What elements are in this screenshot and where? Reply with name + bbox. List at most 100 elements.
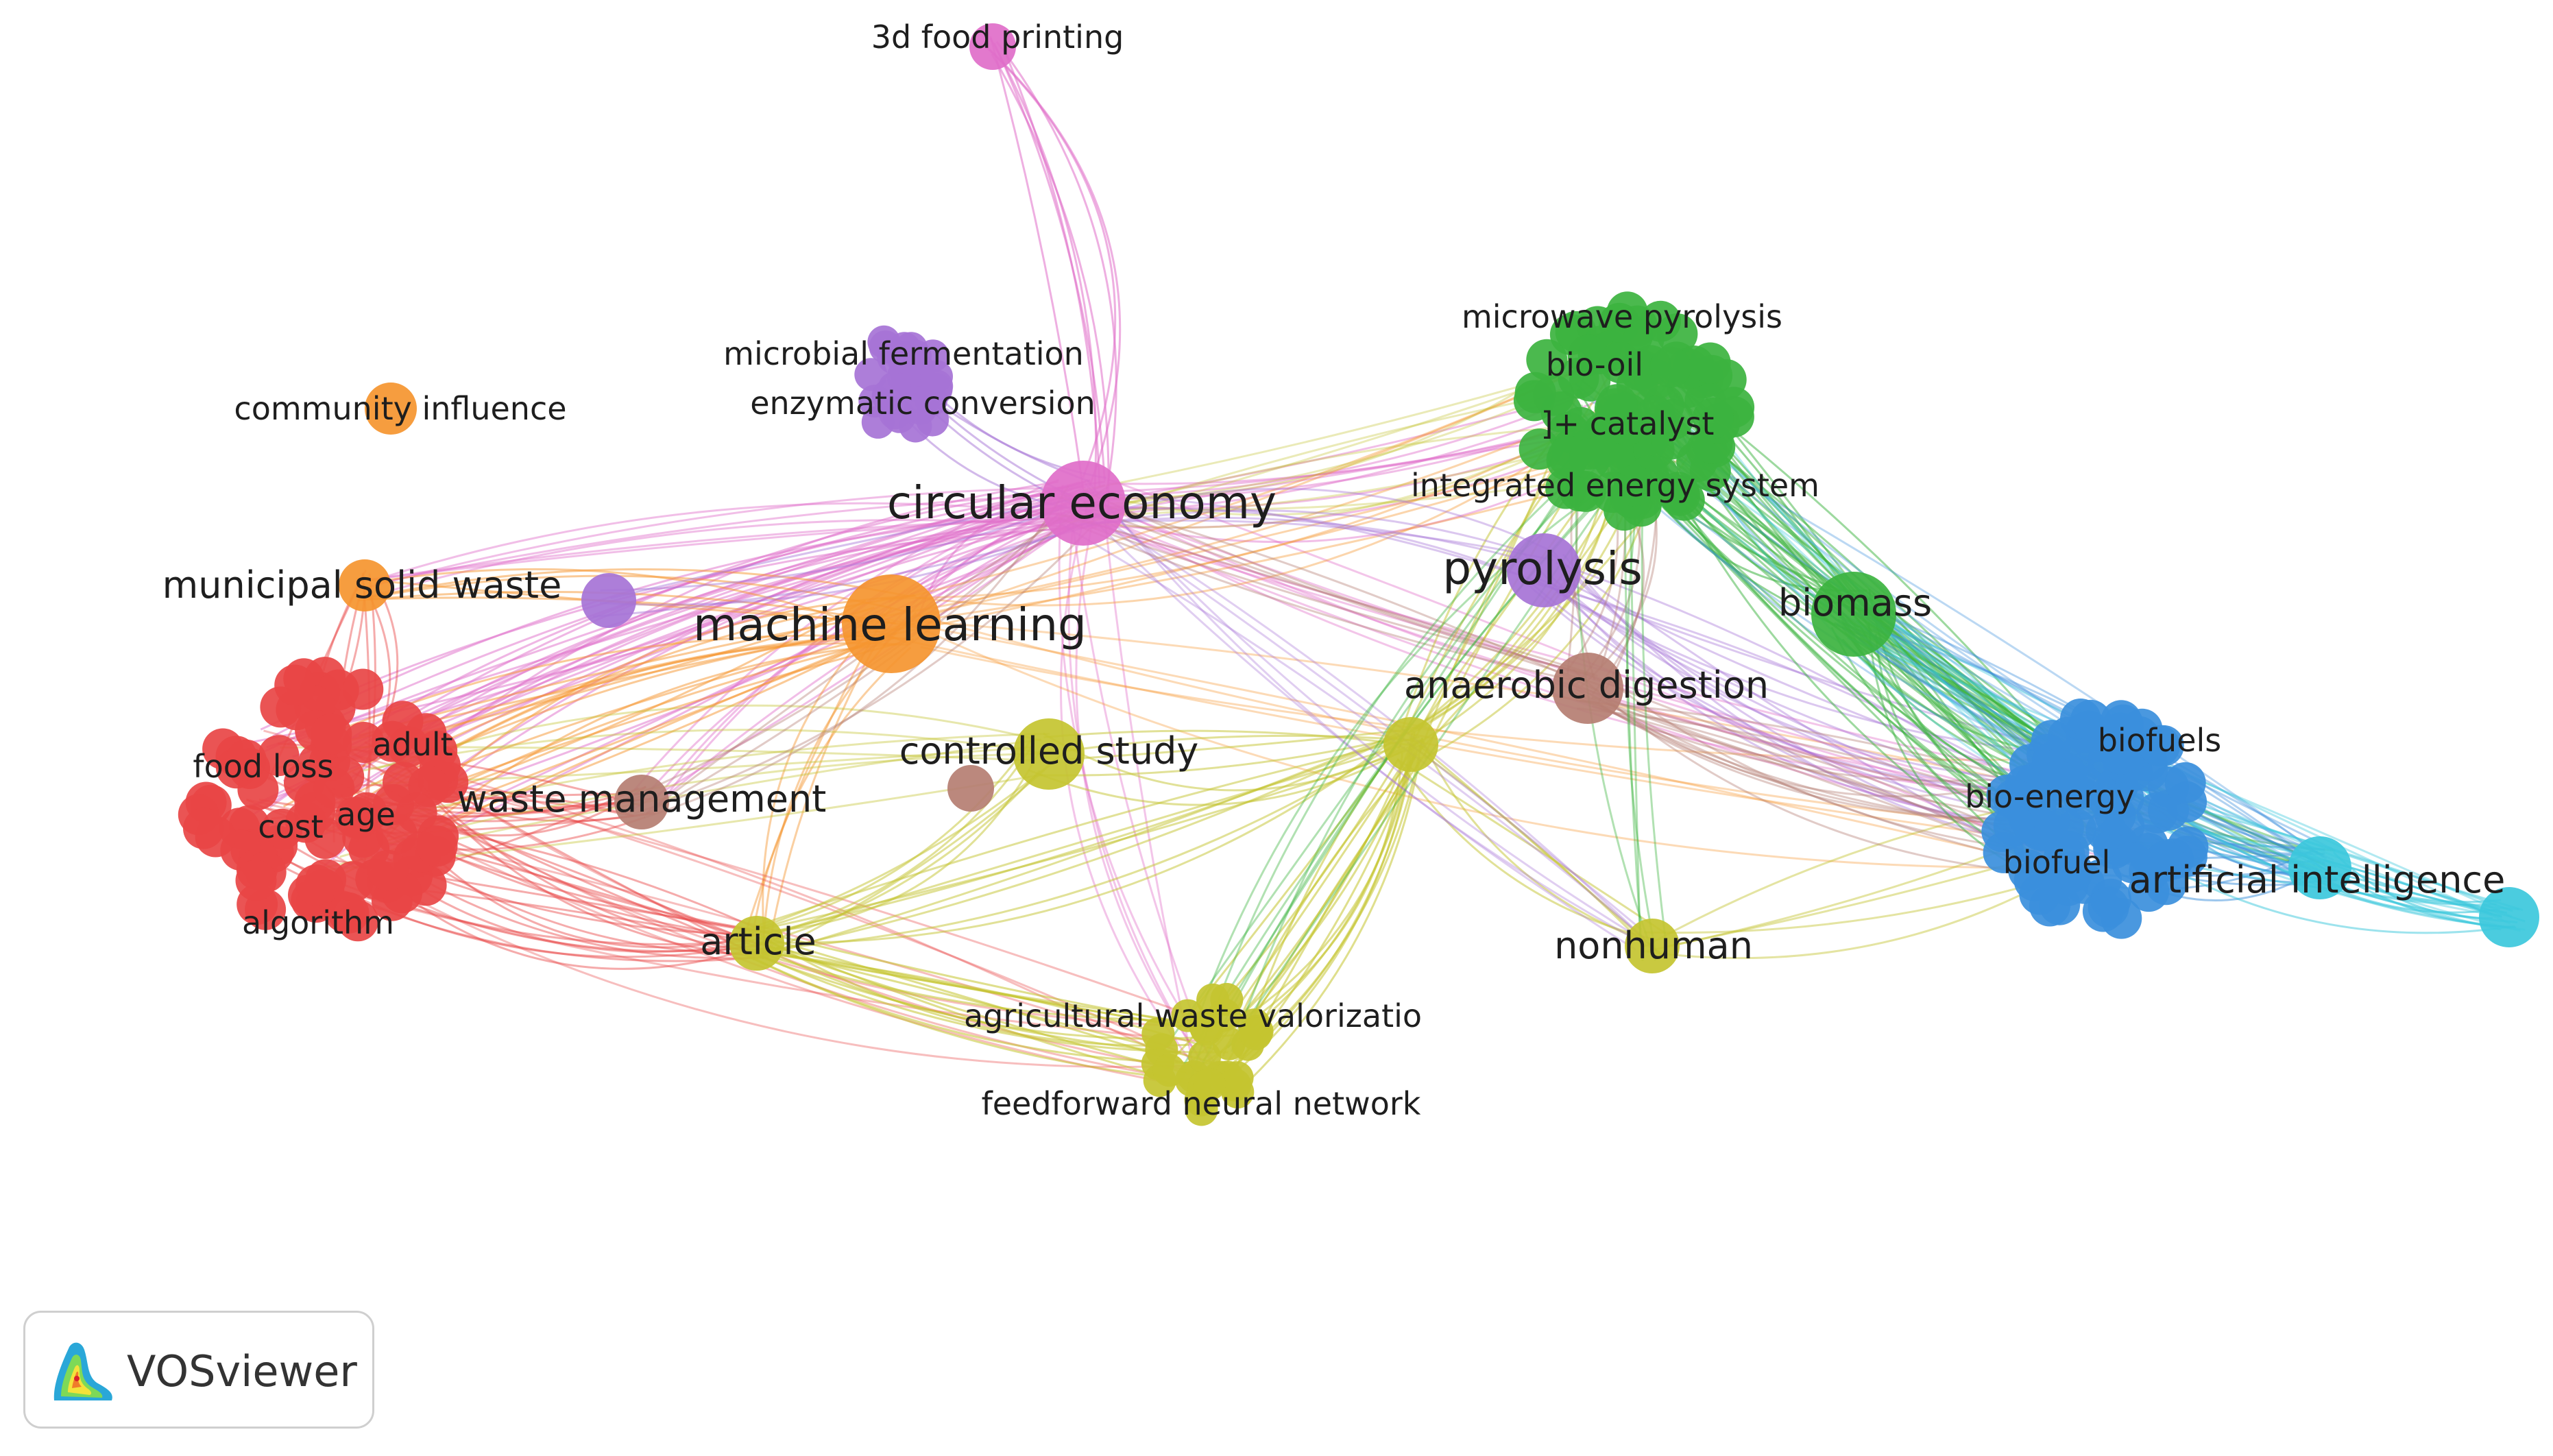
- node-bubble[interactable]: [2094, 794, 2136, 836]
- node-bubble[interactable]: [328, 892, 370, 934]
- node-nonhuman[interactable]: [1625, 919, 1680, 973]
- node-bubble[interactable]: [1569, 438, 1610, 480]
- label-age[interactable]: age: [337, 796, 396, 833]
- node-anaerobic[interactable]: [1552, 653, 1623, 724]
- node-bubble[interactable]: [274, 664, 316, 706]
- node-bubble[interactable]: [1689, 342, 1731, 384]
- label-biofuels[interactable]: biofuels: [2098, 722, 2222, 759]
- node-bubble[interactable]: [2139, 725, 2180, 766]
- node-bubble[interactable]: [1692, 398, 1734, 439]
- node-bubble[interactable]: [1993, 805, 2035, 847]
- label-agricultural-waste-valorization[interactable]: agricultural waste valorizatio: [964, 997, 1422, 1034]
- node-purpleSm[interactable]: [581, 573, 636, 628]
- label-biomass[interactable]: biomass: [1778, 581, 1932, 624]
- label-municipal-solid-waste[interactable]: municipal solid waste: [162, 563, 562, 607]
- node-ai[interactable]: [2288, 836, 2351, 899]
- node-bubble[interactable]: [1545, 468, 1587, 509]
- label-integrated-energy-system[interactable]: integrated energy system: [1411, 467, 1819, 504]
- node-bubble[interactable]: [2048, 831, 2090, 872]
- label-controlled-study[interactable]: controlled study: [899, 729, 1199, 773]
- node-foodprint[interactable]: [969, 23, 1016, 70]
- node-bubble[interactable]: [878, 372, 911, 404]
- node-bubble[interactable]: [1569, 360, 1611, 402]
- node-bubble[interactable]: [1218, 1068, 1252, 1102]
- node-bubble[interactable]: [183, 808, 224, 849]
- label-microwave-pyrolysis[interactable]: microwave pyrolysis: [1462, 298, 1782, 335]
- node-bubble[interactable]: [2101, 700, 2142, 742]
- node-ml[interactable]: [842, 574, 941, 673]
- node-bubble[interactable]: [388, 726, 430, 768]
- node-bubble[interactable]: [1649, 346, 1691, 388]
- label-nonhuman[interactable]: nonhuman: [1554, 924, 1753, 967]
- node-bubble[interactable]: [1193, 1067, 1226, 1101]
- node-cyanEnd[interactable]: [2479, 887, 2539, 947]
- node-bubble[interactable]: [295, 864, 337, 906]
- node-bubble[interactable]: [920, 360, 953, 393]
- node-bubble[interactable]: [367, 849, 409, 891]
- node-bubble[interactable]: [2029, 800, 2070, 842]
- network-link: [879, 617, 2050, 866]
- node-bubble[interactable]: [2112, 842, 2153, 884]
- node-bubble[interactable]: [877, 341, 910, 374]
- label-cost[interactable]: cost: [258, 808, 323, 845]
- node-bubble[interactable]: [258, 735, 300, 777]
- node-brownSm[interactable]: [947, 765, 994, 812]
- label-anaerobic-digestion[interactable]: anaerobic digestion: [1404, 664, 1769, 707]
- node-bubble[interactable]: [1526, 339, 1568, 380]
- network-link: [1093, 392, 1586, 504]
- node-bubble[interactable]: [1152, 1054, 1186, 1087]
- node-bubble[interactable]: [225, 739, 267, 781]
- node-bubble[interactable]: [1239, 1017, 1272, 1051]
- node-msw[interactable]: [339, 559, 391, 611]
- node-article[interactable]: [729, 916, 784, 971]
- node-bubble[interactable]: [343, 722, 385, 763]
- label-artificial-intelligence[interactable]: artificial intelligence: [2129, 858, 2506, 901]
- label-bio-oil[interactable]: bio-oil: [1546, 346, 1643, 383]
- node-bubble[interactable]: [2070, 699, 2112, 741]
- node-bubble[interactable]: [1188, 1040, 1222, 1073]
- label-machine-learning[interactable]: machine learning: [693, 598, 1087, 651]
- label-community-influence[interactable]: community influence: [234, 390, 566, 427]
- label-pyrolysis[interactable]: pyrolysis: [1442, 542, 1643, 595]
- node-bubble[interactable]: [416, 825, 458, 867]
- label-algorithm[interactable]: algorithm: [242, 904, 394, 941]
- node-community[interactable]: [365, 383, 417, 435]
- node-controlled[interactable]: [1013, 718, 1085, 790]
- label-biofuel[interactable]: biofuel: [2003, 844, 2111, 881]
- label-feedforward-neural-network[interactable]: feedforward neural network: [982, 1085, 1421, 1122]
- node-bubble[interactable]: [2164, 762, 2206, 803]
- node-bubble[interactable]: [1189, 1010, 1222, 1043]
- label-article[interactable]: article: [700, 920, 816, 963]
- node-yellowMid[interactable]: [1383, 717, 1438, 772]
- node-bubble[interactable]: [1533, 374, 1575, 416]
- node-wastemgmt[interactable]: [614, 775, 669, 829]
- node-bubble[interactable]: [2037, 760, 2079, 802]
- node-biomass[interactable]: [1811, 572, 1896, 657]
- node-bubble[interactable]: [2088, 886, 2129, 928]
- node-bubble[interactable]: [235, 860, 277, 901]
- label-microbial-fermentation[interactable]: microbial fermentation: [723, 335, 1084, 372]
- label-waste-management[interactable]: waste management: [457, 777, 827, 821]
- node-bubble[interactable]: [1656, 313, 1698, 355]
- label-adult[interactable]: adult: [372, 726, 452, 763]
- node-bubble[interactable]: [408, 766, 450, 808]
- label-enzymatic-conversion[interactable]: enzymatic conversion: [750, 385, 1096, 422]
- node-bubble[interactable]: [1599, 342, 1641, 383]
- node-circular[interactable]: [1041, 461, 1126, 546]
- label-3d-food-printing[interactable]: 3d food printing: [871, 19, 1124, 56]
- node-bubble[interactable]: [1596, 384, 1638, 426]
- node-bubble[interactable]: [313, 767, 355, 809]
- node-bubble[interactable]: [1591, 472, 1633, 513]
- label-catalyst[interactable]: ]+ catalyst: [1541, 405, 1715, 442]
- node-bubble[interactable]: [2019, 873, 2061, 915]
- node-bubble[interactable]: [2144, 840, 2186, 882]
- label-food-loss[interactable]: food loss: [193, 748, 333, 785]
- node-bubble[interactable]: [1634, 396, 1676, 437]
- node-bubble[interactable]: [342, 816, 384, 858]
- node-pyrolysis[interactable]: [1507, 533, 1581, 607]
- node-bubble[interactable]: [899, 409, 932, 443]
- node-bubble[interactable]: [311, 713, 352, 755]
- label-bio-energy[interactable]: bio-energy: [1965, 778, 2135, 815]
- node-bubble[interactable]: [1141, 1017, 1175, 1051]
- label-circular-economy[interactable]: circular economy: [887, 476, 1276, 529]
